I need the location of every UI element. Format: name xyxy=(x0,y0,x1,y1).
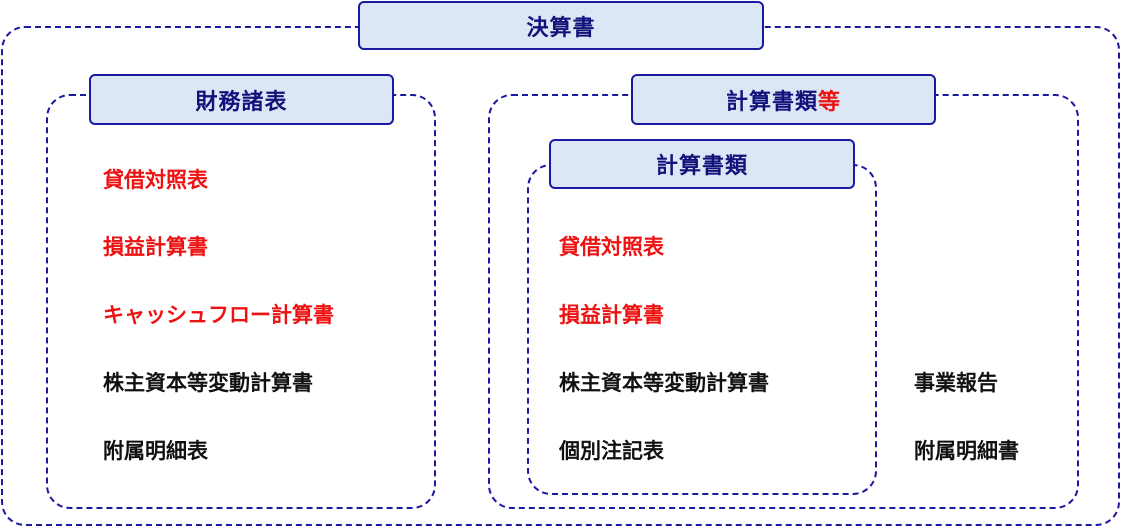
supplementary-details: 附属明細書 xyxy=(914,439,1019,463)
doc-item-equity-statement: 株主資本等変動計算書 xyxy=(559,371,769,395)
business-report: 事業報告 xyxy=(914,371,998,395)
fs-item-balance-sheet: 貸借対照表 xyxy=(103,168,208,192)
keisan-shorui-title: 計算書類 xyxy=(655,154,748,179)
doc-item-notes: 個別注記表 xyxy=(559,439,664,463)
keisan-shorui-to-title-suffix: 等 xyxy=(818,89,842,115)
fs-item-supplementary-schedules: 附属明細表 xyxy=(103,439,208,463)
zaimu-shohyo-title: 財務諸表 xyxy=(195,89,288,115)
doc-item-income-statement: 損益計算書 xyxy=(559,303,664,327)
kessansho-title: 決算書 xyxy=(526,15,596,41)
keisan-shorui-to-title-main: 計算書類 xyxy=(725,89,818,115)
fs-item-cash-flow-statement: キャッシュフロー計算書 xyxy=(103,303,334,327)
keisan-shorui-to-label: 計算書類等 xyxy=(631,74,936,125)
fs-item-income-statement: 損益計算書 xyxy=(103,235,208,259)
kessansho-label: 決算書 xyxy=(358,1,764,50)
keisan-shorui-label: 計算書類 xyxy=(549,139,855,189)
fs-item-equity-statement: 株主資本等変動計算書 xyxy=(103,371,313,395)
doc-item-balance-sheet: 貸借対照表 xyxy=(559,235,664,259)
zaimu-shohyo-label: 財務諸表 xyxy=(89,74,394,125)
